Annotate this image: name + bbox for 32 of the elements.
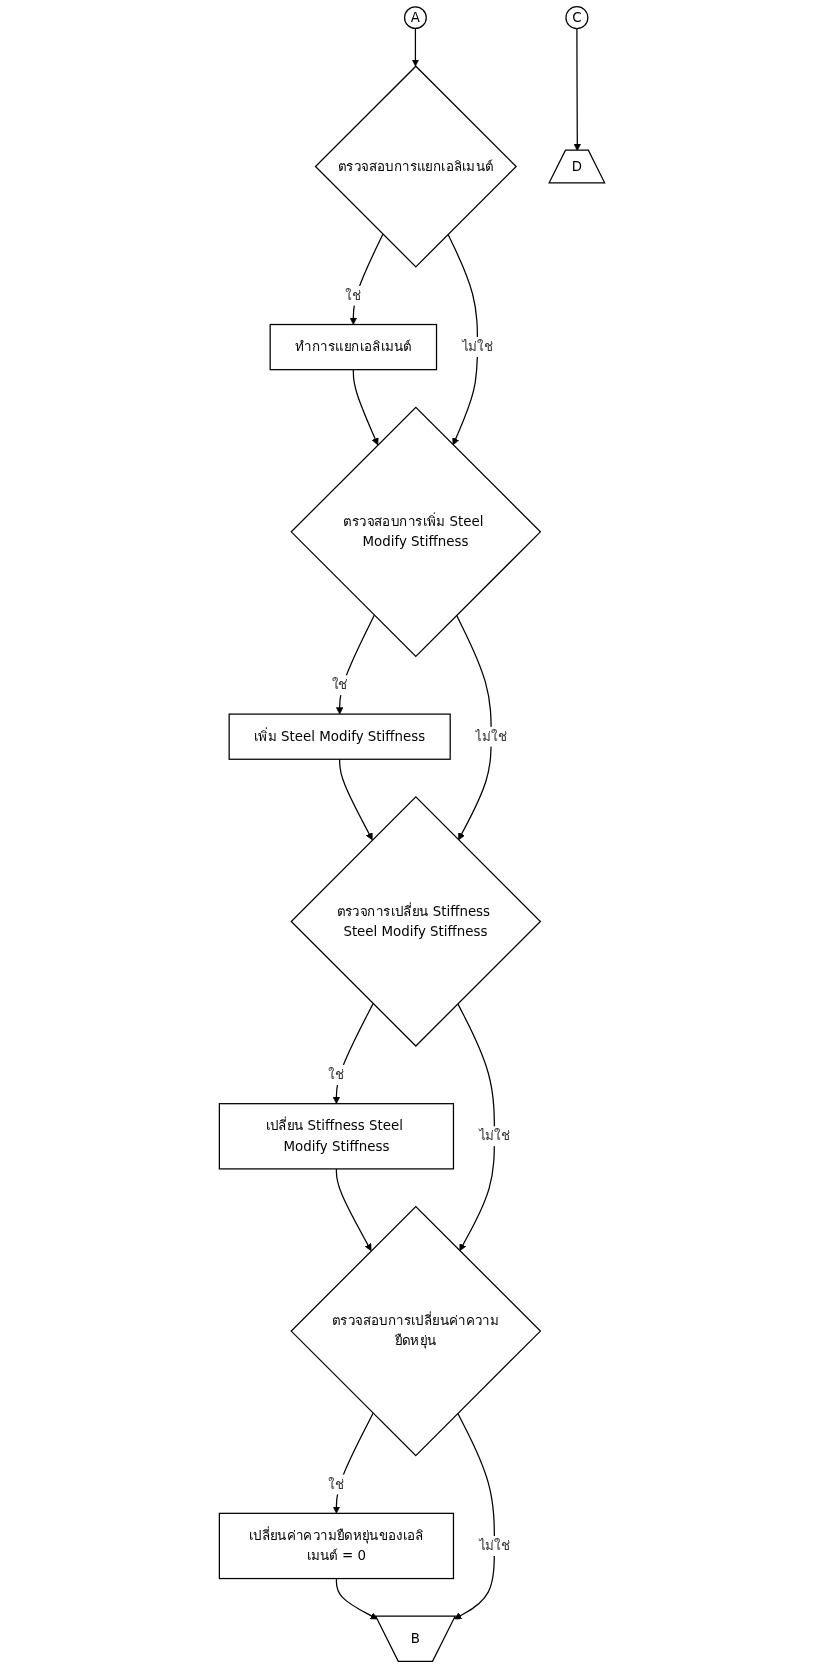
arrow xyxy=(332,1412,374,1514)
node-box: เพิ่ม Steel Modify Stiffness xyxy=(228,713,451,760)
arrow xyxy=(339,758,373,841)
edge-label: ใช่ xyxy=(331,676,348,693)
node-diamond: ตรวจสอบการแยกเอลิเมนต์ xyxy=(314,65,518,268)
arrow xyxy=(573,27,581,151)
edge-label: ใช่ xyxy=(345,287,362,304)
arrow xyxy=(457,1003,496,1252)
arrow xyxy=(349,233,384,325)
edge-label: ไม่ใช่ xyxy=(461,338,494,355)
node-circle: A xyxy=(403,6,427,30)
arrow xyxy=(336,614,375,715)
arrow xyxy=(411,27,420,67)
node-box: เปลี่ยน Stiffness Steel Modify Stiffness xyxy=(218,1103,455,1170)
arrow xyxy=(455,614,492,841)
node-diamond: ตรวจสอบการเพิ่ม Steel Modify Stiffness xyxy=(290,406,542,658)
arrow xyxy=(332,1003,374,1104)
edge-label: ไม่ใช่ xyxy=(478,1537,511,1554)
node-diamond: ตรวจการเปลี่ยน Stiffness Steel Modify Stiffness xyxy=(290,796,542,1047)
node-box: ทำการแยกเอลิเมนต์ xyxy=(269,323,438,371)
edge-label: ไม่ใช่ xyxy=(475,728,508,745)
edge-label: ไม่ใช่ xyxy=(478,1127,511,1144)
node-diamond: ตรวจสอบการเปลี่ยนค่าความยืดหยุ่น xyxy=(290,1205,542,1457)
arrow xyxy=(335,1577,378,1620)
arrow xyxy=(447,233,479,446)
arrow xyxy=(454,1412,496,1620)
node-box: เปลี่ยนค่าความยืดหยุ่นของเอลิเมนต์ = 0 xyxy=(218,1512,455,1580)
arrow xyxy=(335,1168,372,1252)
arrow xyxy=(352,369,379,446)
edge-label: ใช่ xyxy=(328,1476,345,1493)
node-circle: C xyxy=(565,6,589,30)
edge-label: ใช่ xyxy=(328,1066,345,1083)
